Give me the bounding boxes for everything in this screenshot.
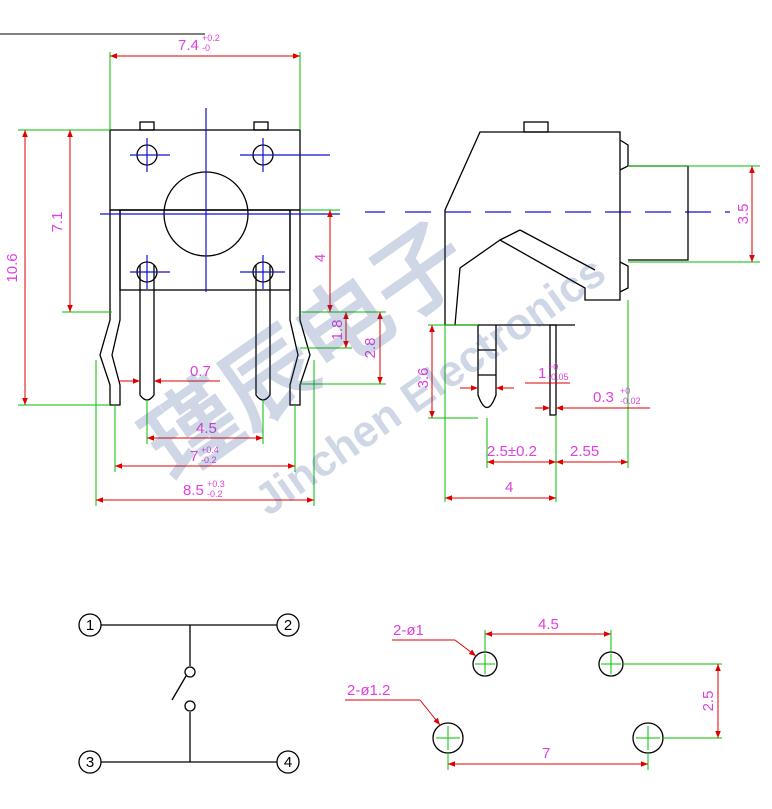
dim-pin-width: 0.7 [190,363,211,380]
pin-label-4: 4 [284,754,292,771]
dim-height-upper: 4 [312,254,329,262]
switch-schematic: 1 2 3 4 [78,613,300,774]
dim-pitch: 2.5±0.2 [487,443,537,460]
dim-pitch-mid: 7 [190,448,198,465]
svg-text:+0: +0 [620,386,630,396]
svg-text:-0.05: -0.05 [548,372,569,382]
dim-spacing-vertical: 2.5 [700,691,717,712]
front-view: 7.4 +0.2 -0 10.6 7.1 4 1.8 2.8 0.7 4.5 7… [4,33,730,506]
dim-pin-size: 1 [538,365,546,382]
svg-text:-0: -0 [202,43,210,53]
label-large-holes: 2-ø1.2 [347,682,390,699]
pin-label-1: 1 [86,617,94,634]
dim-height-total: 10.6 [4,253,21,282]
dim-pin-lower: 2.8 [362,338,379,359]
dim-pin-thick: 0.3 [593,389,614,406]
dim-height-body: 7.1 [49,212,66,233]
side-view: 3.5 3.6 1 +0 -0.05 0.3 +0 -0.02 2.5±0.2 … [415,121,760,502]
dim-width-main: 7.4 [178,37,199,54]
dim-offset: 2.55 [570,443,599,460]
dim-lead-length: 3.6 [415,368,432,389]
pin-label-2: 2 [284,617,292,634]
dim-button-height: 3.5 [735,204,752,225]
dim-pitch-outer: 8.5 [183,482,204,499]
svg-text:+0.3: +0.3 [207,479,225,489]
dim-pin-upper: 1.8 [329,320,346,341]
svg-text:-0.2: -0.2 [207,489,223,499]
pin-label-3: 3 [86,754,94,771]
dim-spacing-top: 4.5 [538,616,559,633]
svg-text:+0: +0 [548,362,558,372]
svg-text:-0.2: -0.2 [201,455,217,465]
svg-text:+0.4: +0.4 [201,445,219,455]
svg-text:+0.2: +0.2 [202,33,220,43]
dim-depth: 4 [505,479,513,496]
pcb-footprint: 2-ø1 2-ø1.2 4.5 2.5 7 [345,616,722,770]
label-small-holes: 2-ø1 [393,622,424,639]
dim-spacing-bottom: 7 [542,745,550,762]
dim-pitch-inner: 4.5 [196,420,217,437]
svg-text:-0.02: -0.02 [620,396,641,406]
